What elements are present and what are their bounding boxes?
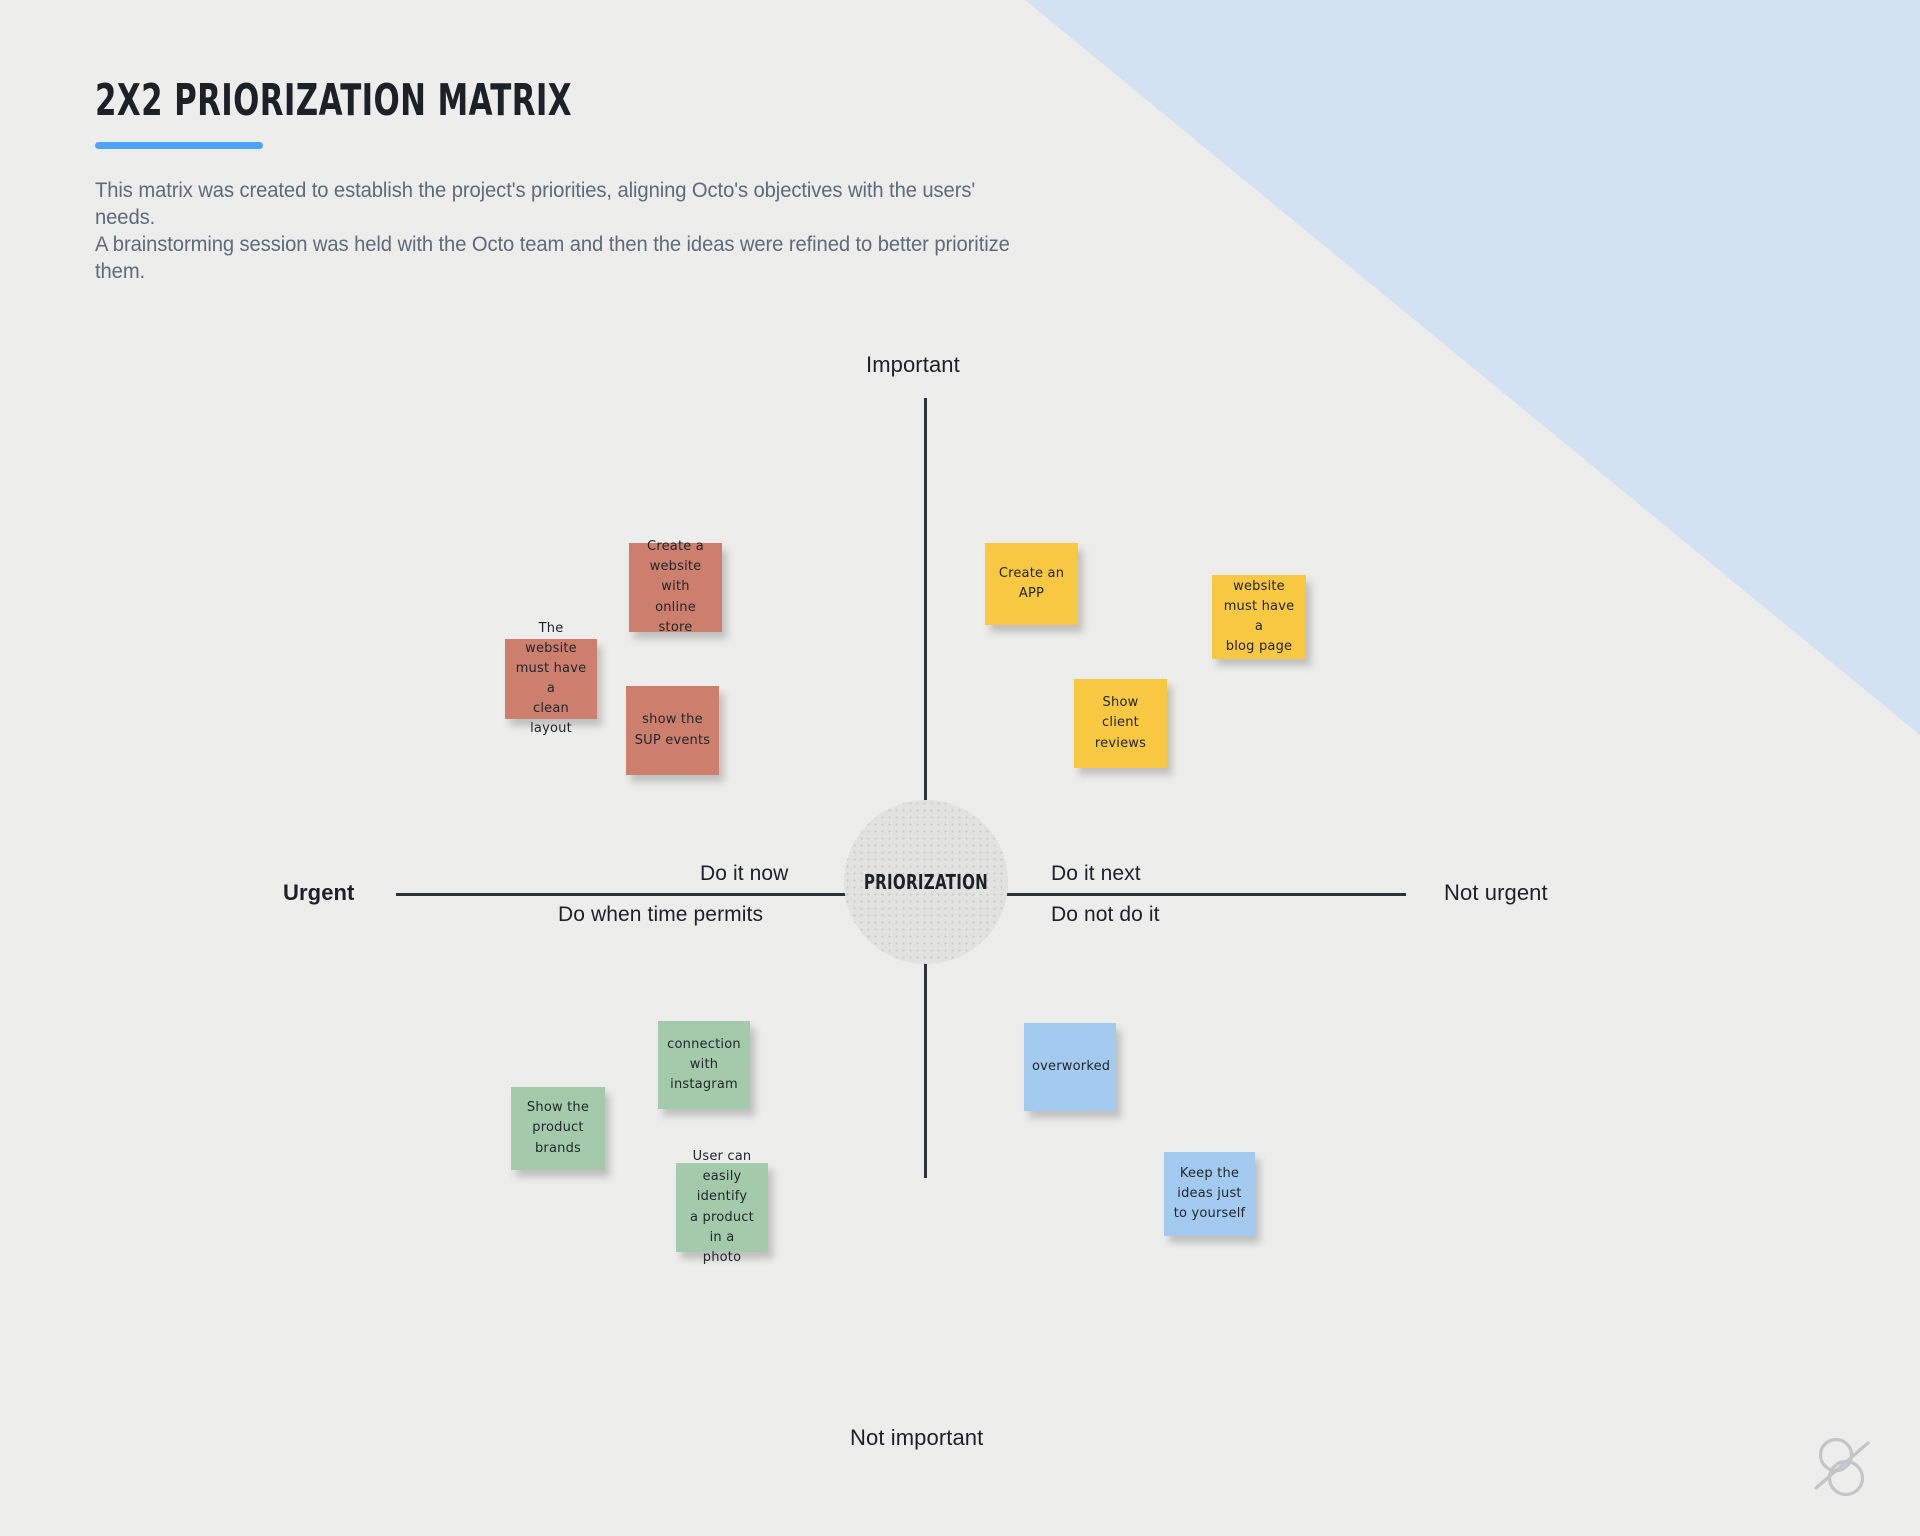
axis-label-not-important: Not important xyxy=(850,1425,984,1450)
title-accent-bar xyxy=(95,142,263,150)
sticky-note-text: The website must have a clean layout xyxy=(515,620,587,737)
note-overworked[interactable]: overworked xyxy=(1024,1023,1116,1111)
page-title: 2X2 PRIORIZATION MATRIX xyxy=(95,75,572,126)
axis-label-important: Important xyxy=(866,352,960,377)
quadrant-label-do-it-now: Do it now xyxy=(700,862,789,885)
note-sup-events[interactable]: show the SUP events xyxy=(626,686,719,775)
note-clean-layout[interactable]: The website must have a clean layout xyxy=(505,621,597,736)
page-subtitle: This matrix was created to establish the… xyxy=(95,178,1010,284)
note-create-app[interactable]: Create an APP xyxy=(985,543,1078,625)
sticky-note-text: connection with instagram xyxy=(667,1036,741,1093)
note-identify-product[interactable]: User can easily identify a product in a … xyxy=(676,1149,768,1265)
note-blog-page[interactable]: website must have a blog page xyxy=(1212,575,1306,659)
quadrant-label-do-it-next: Do it next xyxy=(1051,862,1141,885)
sticky-note-text: show the SUP events xyxy=(634,712,711,748)
matrix-center-hub: PRIORIZATION xyxy=(844,800,1008,964)
sticky-note-text: User can easily identify a product in a … xyxy=(690,1149,754,1265)
quadrant-label-do-not-do-it: Do not do it xyxy=(1051,903,1160,926)
note-keep-ideas[interactable]: Keep the ideas just to yourself xyxy=(1164,1152,1255,1236)
vertical-axis-line xyxy=(924,398,927,1178)
note-instagram[interactable]: connection with instagram xyxy=(658,1021,750,1109)
sticky-note-text: overworked xyxy=(1032,1058,1111,1074)
matrix-center-label: PRIORIZATION xyxy=(863,870,989,894)
axis-label-urgent: Urgent xyxy=(283,880,355,905)
sticky-note-text: Create an APP xyxy=(998,565,1065,601)
sticky-note-text: website must have a blog page xyxy=(1223,578,1295,655)
sticky-note-text: Create a website with online store xyxy=(647,539,704,635)
note-client-reviews[interactable]: Show client reviews xyxy=(1074,679,1167,768)
sticky-note-text: Show client reviews xyxy=(1094,695,1147,751)
axis-label-not-urgent: Not urgent xyxy=(1444,880,1548,905)
quadrant-label-do-when-time-permits: Do when time permits xyxy=(558,903,764,926)
sticky-note-text: Show the product brands xyxy=(526,1100,590,1156)
note-product-brands[interactable]: Show the product brands xyxy=(511,1087,605,1170)
sticky-note-text: Keep the ideas just to yourself xyxy=(1173,1165,1246,1222)
octo-infinity-logo-icon xyxy=(1814,1437,1870,1497)
corner-accent-triangle xyxy=(1025,0,1920,735)
header-block: 2X2 PRIORIZATION MATRIX This matrix was … xyxy=(95,75,1095,286)
note-online-store[interactable]: Create a website with online store xyxy=(629,539,722,635)
